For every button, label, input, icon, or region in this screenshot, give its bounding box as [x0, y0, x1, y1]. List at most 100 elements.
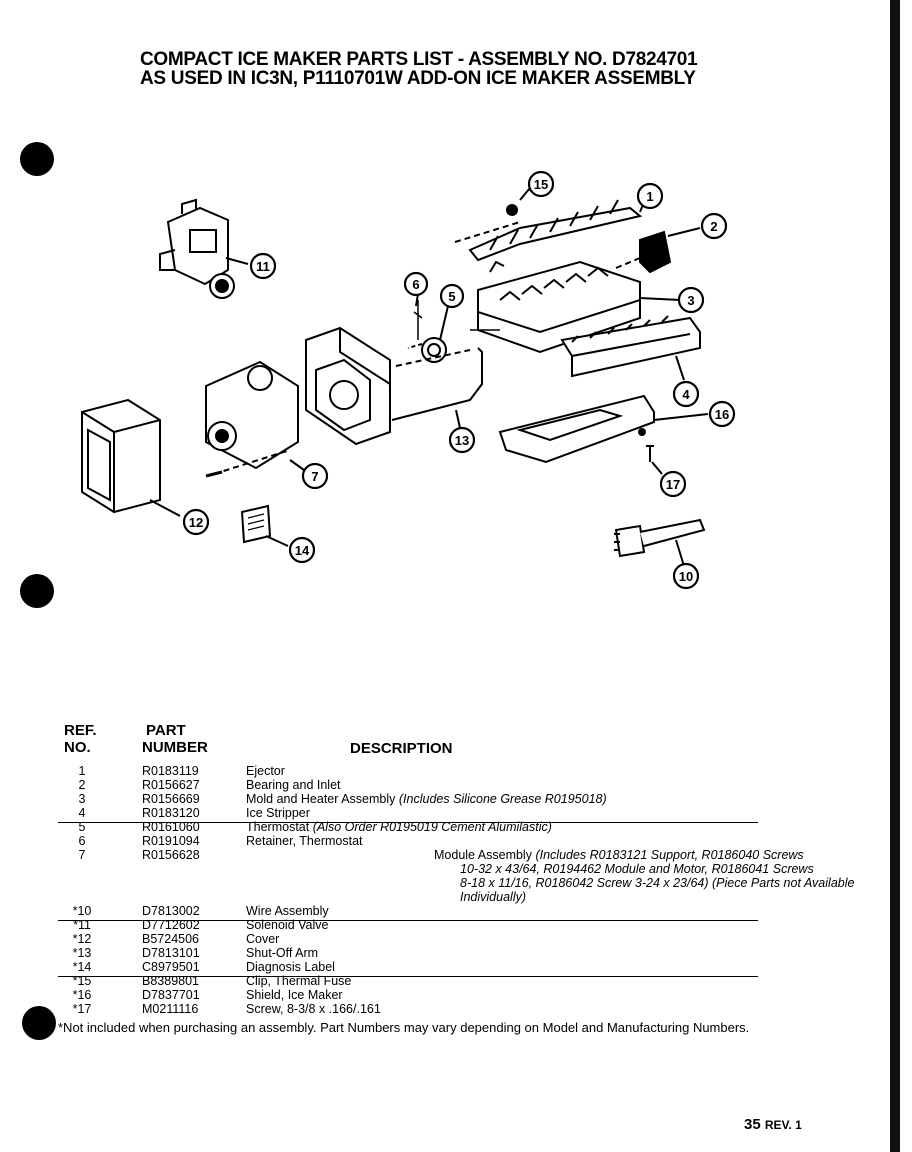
description-header: DESCRIPTION — [350, 740, 453, 757]
svg-text:1: 1 — [646, 189, 653, 204]
description-text: Mold and Heater Assembly — [246, 792, 396, 806]
part-number-header: PART NUMBER — [142, 722, 208, 756]
callout-15: 15 — [527, 170, 555, 198]
footnote: *Not included when purchasing an assembl… — [58, 1020, 750, 1035]
ice-stripper-drawing — [560, 315, 701, 378]
ref-number: *11 — [73, 918, 91, 932]
table-rule — [58, 822, 758, 823]
page-title: COMPACT ICE MAKER PARTS LIST - ASSEMBLY … — [140, 50, 780, 88]
description-text: Retainer, Thermostat — [246, 834, 363, 848]
description-cell: Bearing and Inlet — [246, 778, 341, 792]
ref-number: *14 — [72, 960, 92, 974]
ref-number: *16 — [72, 988, 92, 1002]
callout-2: 2 — [700, 212, 728, 240]
binder-hole — [20, 574, 54, 608]
description-text: Wire Assembly — [246, 904, 329, 918]
cover-drawing — [81, 398, 161, 514]
part-number: B5724506 — [142, 932, 200, 946]
leader-line-10 — [675, 539, 685, 567]
leader-line-15 — [519, 187, 531, 201]
title-line-1: COMPACT ICE MAKER PARTS LIST - ASSEMBLY … — [140, 49, 698, 70]
part-number: B8389801 — [142, 974, 200, 988]
description-cell: Shield, Ice Maker — [246, 988, 343, 1002]
exploded-parts-diagram: 11 15 1 2 3 4 16 17 6 5 13 7 12 14 10 — [81, 170, 736, 590]
svg-text:17: 17 — [666, 477, 680, 492]
part-number: D7813002 — [142, 904, 200, 918]
description-text: Ice Stripper — [246, 806, 310, 820]
ref-no-header: REF. NO. — [64, 722, 97, 756]
shut-off-arm-drawing — [391, 347, 483, 421]
ref-number: 4 — [78, 806, 86, 820]
description-cell: Clip, Thermal Fuse — [246, 974, 351, 988]
callout-12: 12 — [182, 508, 210, 536]
svg-text:15: 15 — [534, 177, 548, 192]
callout-14: 14 — [288, 536, 316, 564]
description-text: Cover — [246, 932, 280, 946]
table-row: 2 R0156627 Bearing and Inlet — [58, 778, 798, 792]
title-line-2: AS USED IN IC3N, P1110701W ADD-ON ICE MA… — [140, 68, 696, 89]
table-rule — [58, 920, 758, 921]
part-number: R0156669 — [142, 792, 200, 806]
part-number: R0161060 — [142, 820, 200, 834]
ref-number: 5 — [78, 820, 86, 834]
description-cell: Thermostat (Also Order R0195019 Cement A… — [246, 820, 552, 834]
part-number: R0156627 — [142, 778, 200, 792]
callout-16: 16 — [708, 400, 736, 428]
callout-17: 17 — [659, 470, 687, 498]
part-number: M0211116 — [142, 1002, 199, 1016]
callout-4: 4 — [672, 380, 700, 408]
part-number: D7712602 — [142, 918, 200, 932]
leader-line-5 — [439, 305, 449, 341]
description-cell: Wire Assembly — [246, 904, 329, 918]
description-cell: Ice Stripper — [246, 806, 310, 820]
description-cell: Screw, 8-3/8 x .166/.161 — [246, 1002, 381, 1016]
ejector-drawing — [454, 199, 643, 262]
svg-text:7: 7 — [311, 469, 318, 484]
description-cell: Ejector — [246, 764, 285, 778]
description-continuation: Individually) — [460, 890, 527, 904]
description-cell: Retainer, Thermostat — [246, 834, 363, 848]
ref-number: 6 — [78, 834, 86, 848]
description-text: Screw, 8-3/8 x .166/.161 — [246, 1002, 381, 1016]
leader-line-7 — [289, 459, 305, 471]
description-cell: Cover — [246, 932, 279, 946]
leader-line-11 — [225, 257, 249, 265]
ref-number: 2 — [78, 778, 86, 792]
description-text: Diagnosis Label — [246, 960, 335, 974]
description-cell: Module Assembly (Includes R0183121 Suppo… — [434, 848, 912, 904]
ref-number: *12 — [72, 932, 92, 946]
wire-assembly-drawing — [614, 518, 706, 558]
module-housing-drawing — [305, 326, 471, 446]
callout-3: 3 — [677, 286, 705, 314]
callout-6: 6 — [403, 271, 429, 297]
ref-number: 1 — [78, 764, 86, 778]
description-text: Module Assembly — [434, 848, 532, 862]
description-note: (Includes Silicone Grease R0195018) — [398, 792, 607, 806]
leader-line-6 — [415, 293, 419, 307]
description-cell: Solenoid Valve — [246, 918, 328, 932]
description-text: Ejector — [246, 764, 285, 778]
leader-line-3 — [639, 297, 681, 301]
description-cell: Mold and Heater Assembly (Includes Silic… — [246, 792, 607, 806]
svg-text:11: 11 — [256, 259, 270, 274]
svg-text:12: 12 — [189, 515, 203, 530]
description-text: Thermostat — [246, 820, 310, 834]
binder-hole — [20, 142, 54, 176]
svg-text:3: 3 — [687, 293, 694, 308]
svg-text:4: 4 — [682, 387, 690, 402]
page-number: 35 REV. 1 — [744, 1116, 802, 1133]
thermostat-drawing — [407, 300, 447, 363]
bearing-inlet-drawing — [615, 230, 672, 274]
part-number: D7813101 — [142, 946, 200, 960]
svg-text:10: 10 — [679, 569, 693, 584]
callout-10: 10 — [672, 562, 700, 590]
svg-text:16: 16 — [715, 407, 729, 422]
ref-number: *13 — [72, 946, 92, 960]
